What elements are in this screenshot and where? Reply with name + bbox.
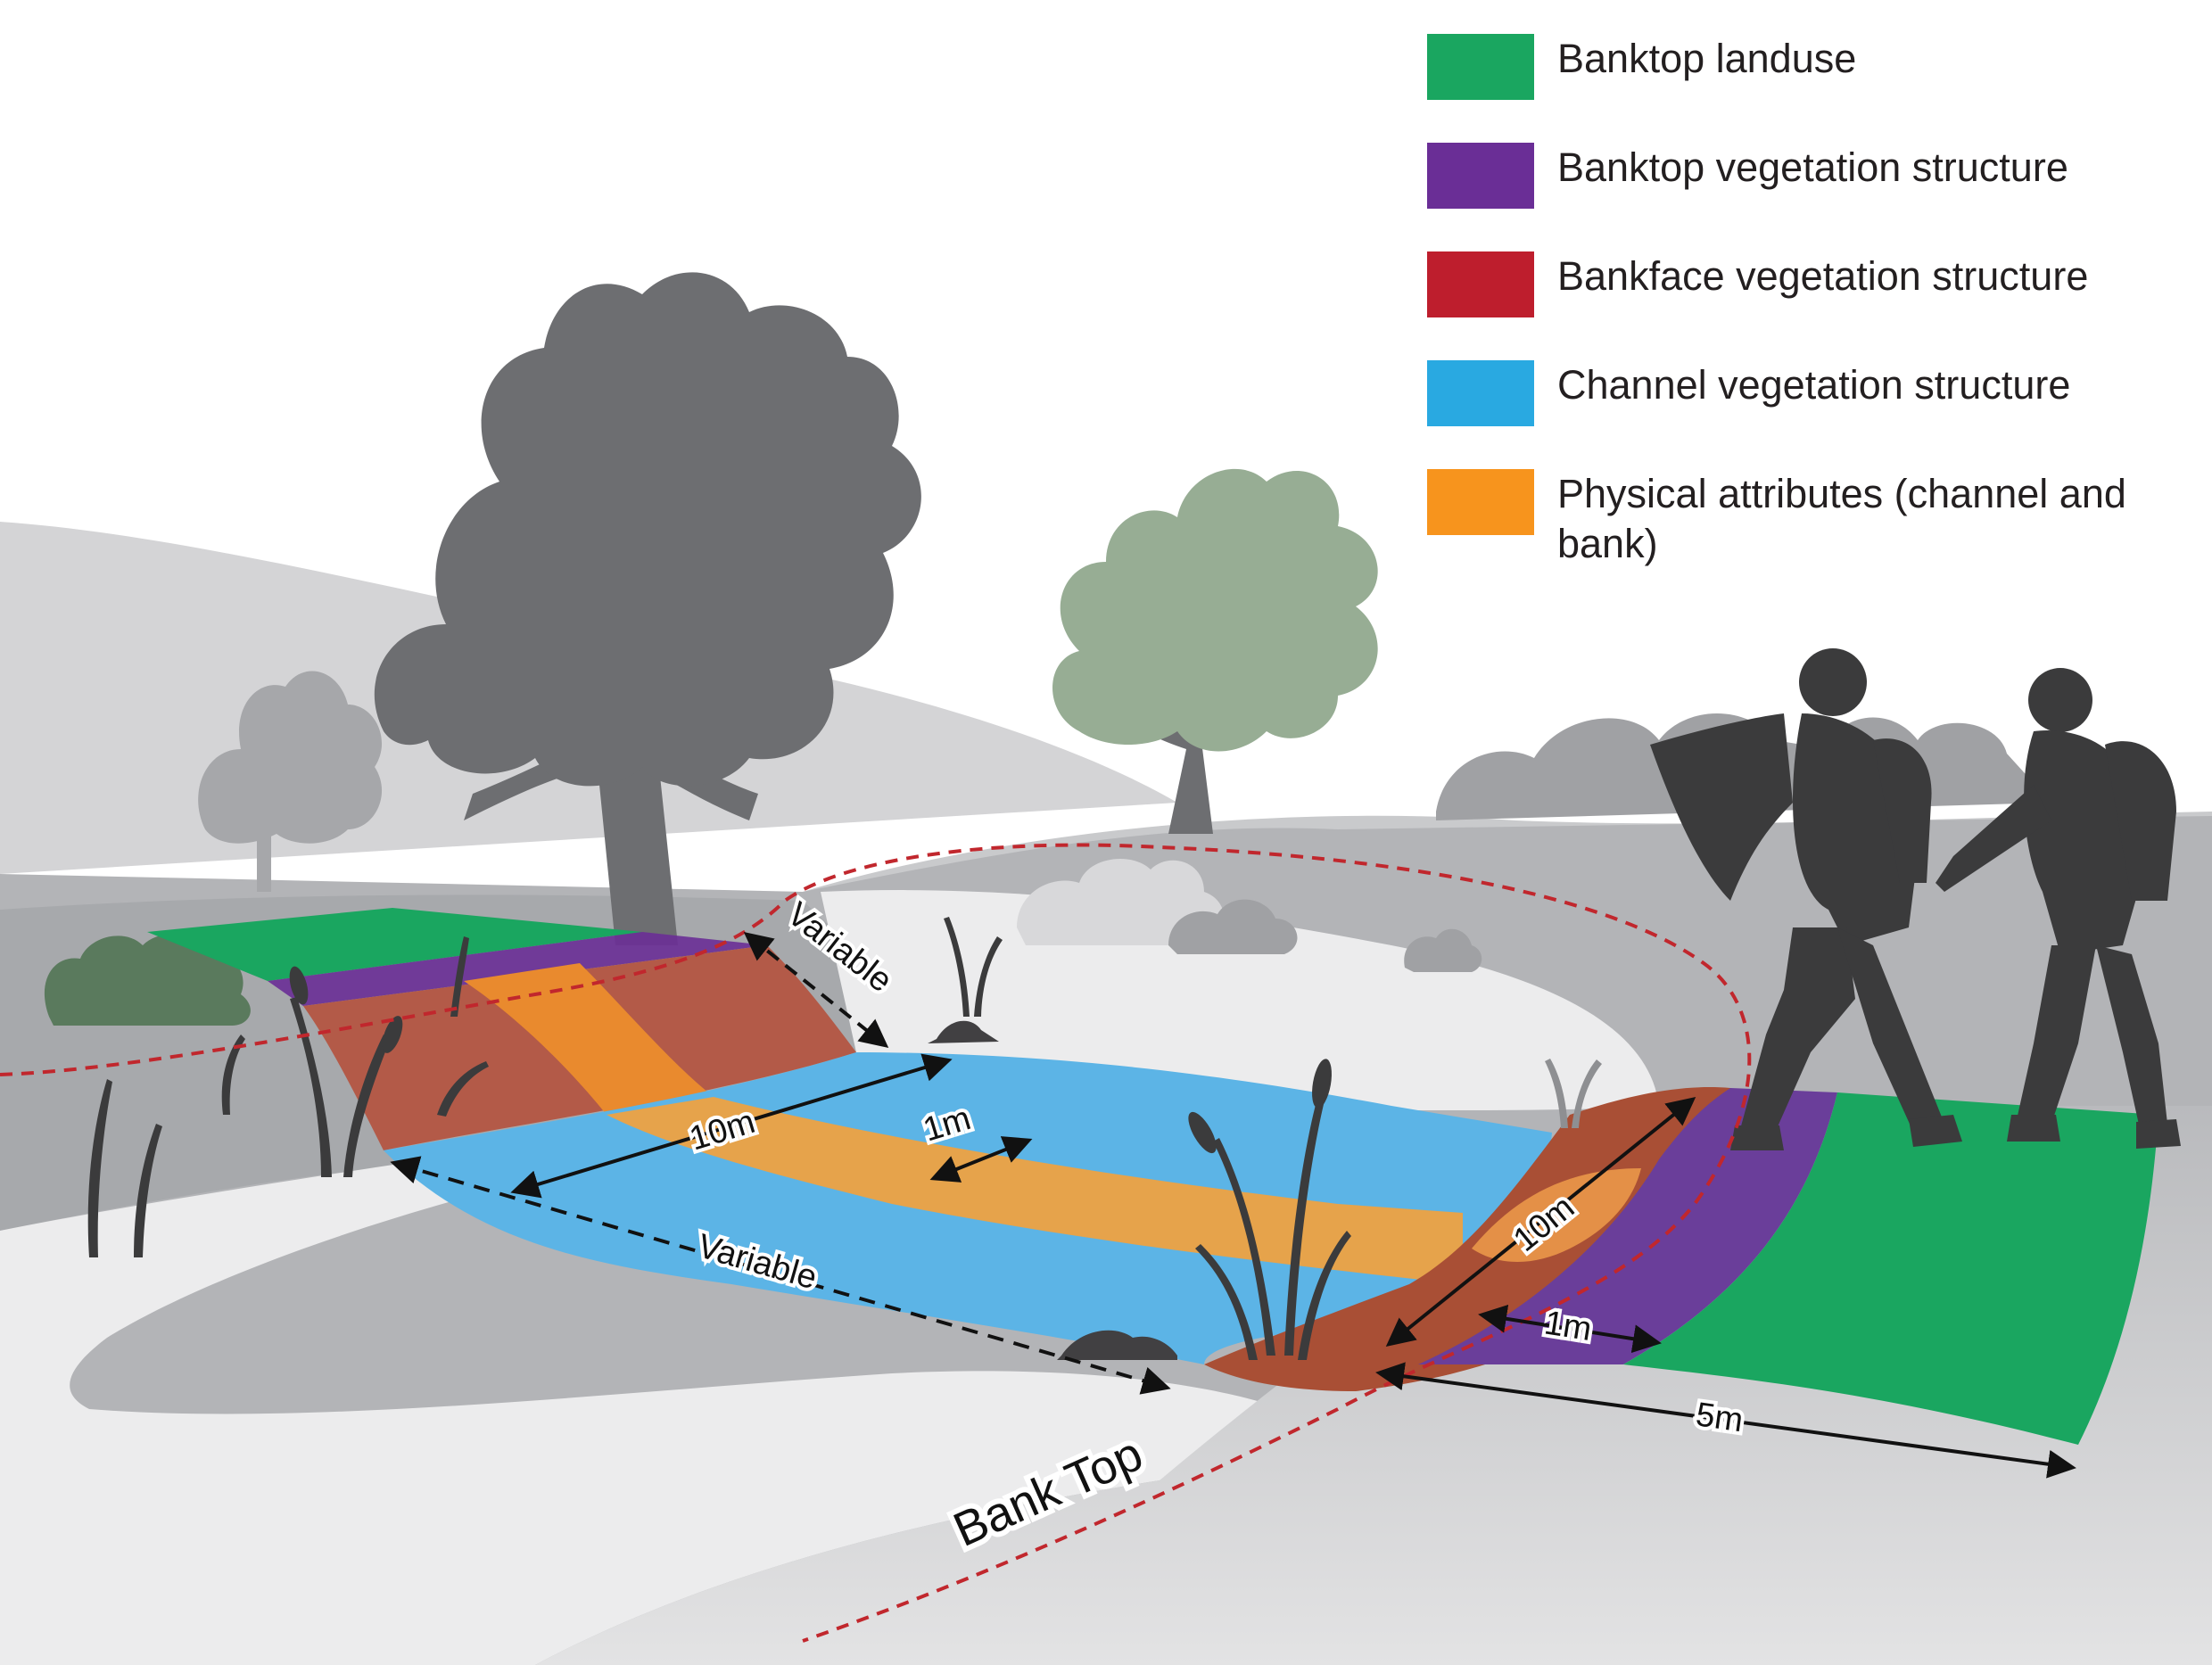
legend-item-physical-attributes: Physical attributes (channel and bank) [1427,467,2194,610]
legend-item-channel-vegetation: Channel vegetation structure [1427,359,2194,467]
legend-item-banktop-landuse: Banktop landuse [1427,32,2194,141]
right-banktop-landuse [1623,1092,2158,1445]
grey-bush-small [1404,928,1482,972]
legend: Banktop landuse Banktop vegetation struc… [1427,32,2194,610]
legend-label: Channel vegetation structure [1557,362,2071,408]
hiker-with-map [1650,648,1962,1150]
far-banktop-vegetation [268,932,767,1006]
large-dark-tree [374,272,921,945]
green-bush [44,934,251,1026]
banktop-width-arrow [1375,1362,2076,1479]
legend-swatch [1427,34,1534,100]
reeds-left [87,936,489,1257]
dim-label-banktop-width: 5m [1694,1396,1746,1439]
far-banktop-landuse [147,908,642,981]
reeds-center [1188,1059,1351,1360]
reeds-far [944,917,1003,1017]
legend-swatch [1427,143,1534,209]
legend-label: Bankface vegetation structure [1557,253,2089,299]
pale-bush [1017,859,1225,945]
legend-item-banktop-vegetation: Banktop vegetation structure [1427,141,2194,250]
rock-left [928,1020,999,1043]
dim-label-banktop-strip: 1m [1542,1304,1595,1348]
variable-top-arrow [743,932,889,1048]
grey-bush-mid [1168,899,1298,954]
dimension-arrows [390,932,2076,1479]
bank-top-line [0,843,1752,1643]
green-tree [1052,468,1378,834]
legend-label: Banktop vegetation structure [1557,144,2068,190]
legend-swatch [1427,251,1534,317]
legend-label: Physical attributes (channel and bank) [1557,471,2126,566]
small-grey-tree [198,671,383,892]
bankface-length-arrow [1385,1096,1696,1348]
legend-label: Banktop landuse [1557,36,1857,81]
hiker-with-backpack [1936,668,2181,1149]
legend-item-bankface-vegetation: Bankface vegetation structure [1427,250,2194,359]
banktop-strip-arrow [1478,1304,1662,1354]
legend-swatch [1427,469,1534,535]
legend-swatch [1427,360,1534,426]
